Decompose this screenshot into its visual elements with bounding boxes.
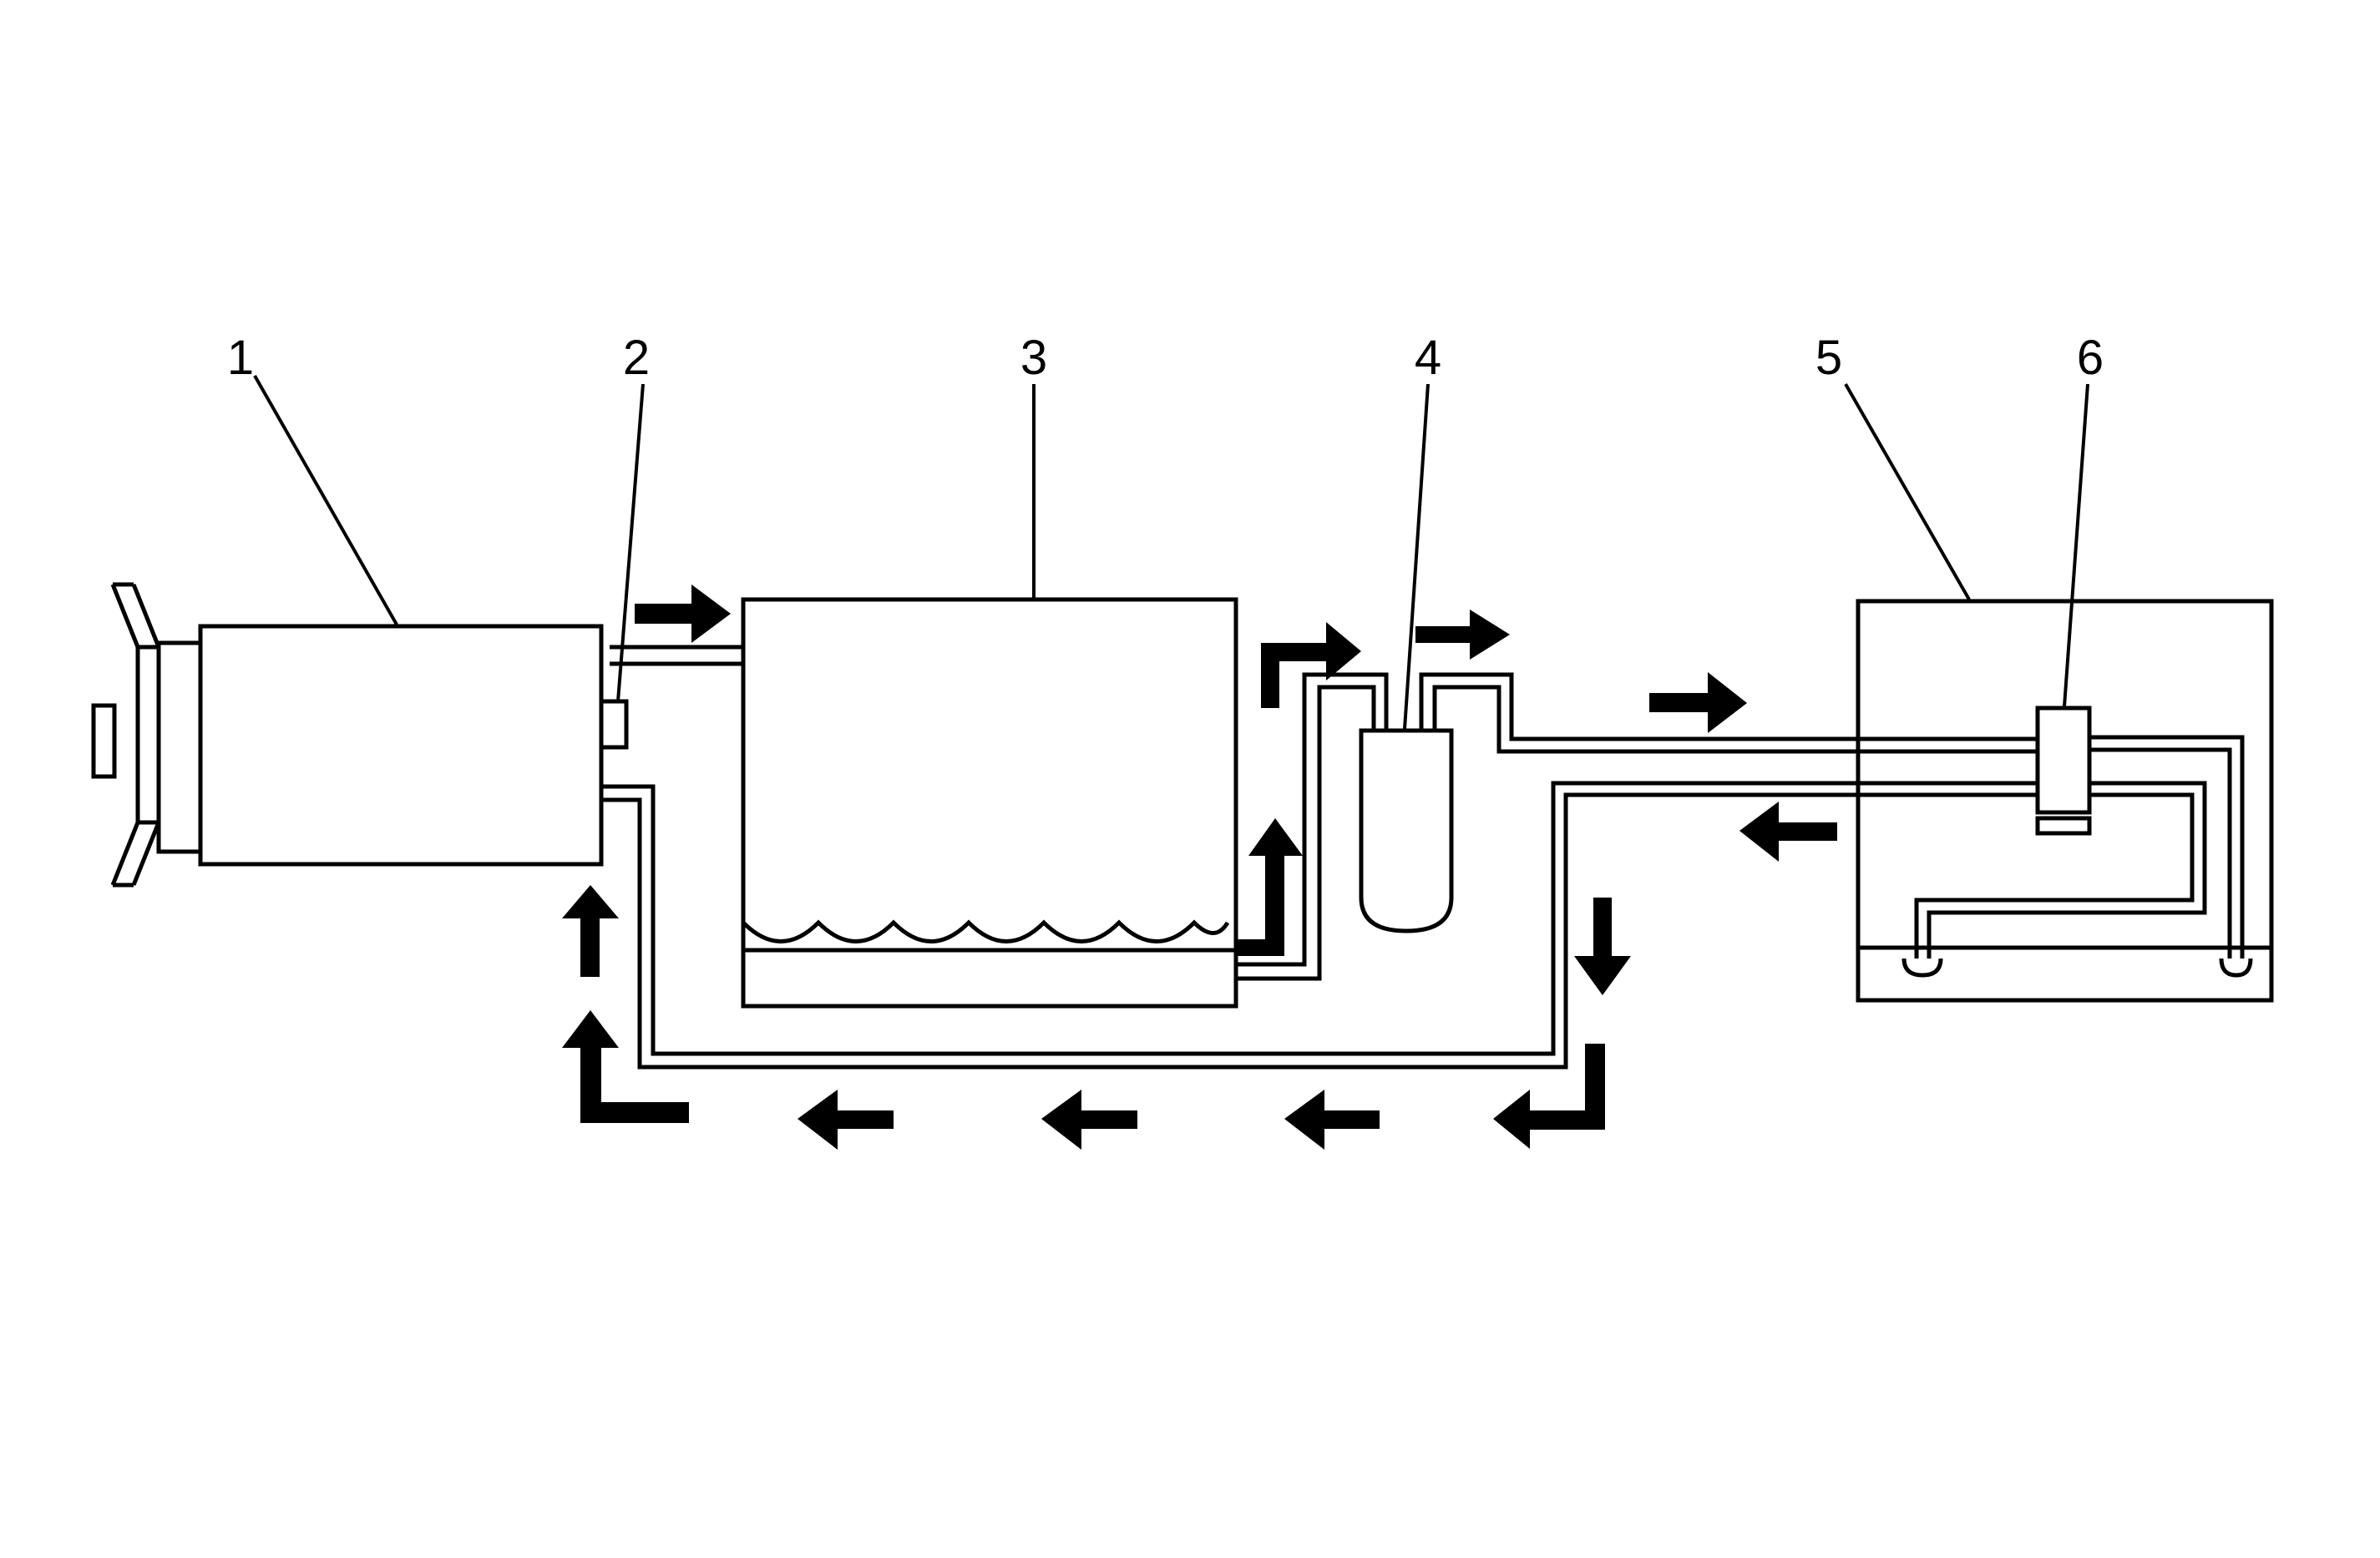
steering-gear bbox=[1856, 599, 2274, 1003]
flow-arrow bbox=[562, 1010, 689, 1123]
flow-arrow bbox=[798, 1090, 894, 1150]
callout-5: 5 bbox=[1815, 331, 1842, 385]
leader-line-1 bbox=[253, 375, 398, 625]
callouts: 1 2 3 4 5 6 bbox=[227, 331, 2104, 385]
filter-body bbox=[1359, 728, 1454, 933]
flow-arrow bbox=[1041, 1090, 1137, 1150]
flow-arrow bbox=[1415, 610, 1510, 660]
pump-pulley bbox=[110, 582, 161, 888]
flow-arrow bbox=[1739, 802, 1837, 862]
filter bbox=[1359, 728, 1454, 933]
callout-6: 6 bbox=[2077, 331, 2104, 385]
leader-line-6 bbox=[2063, 383, 2089, 707]
pump-assembly bbox=[91, 582, 629, 888]
flow-arrow bbox=[1236, 818, 1303, 956]
flow-arrow bbox=[1493, 1044, 1605, 1149]
leader-line-5 bbox=[1844, 383, 1971, 600]
gear-housing bbox=[1856, 599, 2274, 1003]
hose-gear-return bbox=[603, 781, 2038, 1070]
flow-arrows bbox=[562, 584, 1837, 1150]
pulley-shaft bbox=[91, 703, 117, 779]
leader-line-2 bbox=[616, 383, 645, 702]
flow-arrow bbox=[562, 885, 619, 977]
hose-pump-to-reservoir bbox=[610, 645, 743, 666]
reservoir-body bbox=[741, 597, 1238, 1009]
gear-bottom-bulbs bbox=[1901, 958, 2253, 978]
flow-arrow bbox=[635, 584, 731, 643]
flow-arrow bbox=[1284, 1090, 1380, 1150]
hose-reservoir-to-filter bbox=[1236, 672, 1389, 981]
hoses bbox=[603, 645, 2038, 1070]
hose-filter-to-gear bbox=[1419, 672, 2038, 754]
control-valve bbox=[2035, 706, 2092, 815]
reservoir bbox=[741, 597, 1238, 1009]
pump-body bbox=[198, 624, 604, 867]
callout-3: 3 bbox=[1020, 331, 1047, 385]
callout-4: 4 bbox=[1415, 331, 1441, 385]
callout-1: 1 bbox=[227, 331, 254, 385]
flow-arrow bbox=[1649, 672, 1747, 733]
leader-lines bbox=[253, 375, 2089, 730]
pressure-port bbox=[599, 699, 629, 750]
flow-arrow bbox=[1574, 898, 1631, 995]
callout-2: 2 bbox=[623, 331, 650, 385]
gear-internal-line-a bbox=[2089, 735, 2245, 959]
control-valve-cap bbox=[2035, 816, 2092, 836]
fluid-level bbox=[742, 919, 1236, 953]
gear-internal-line-b bbox=[1914, 781, 2207, 959]
flow-arrow bbox=[1261, 622, 1361, 708]
pump-hub bbox=[156, 640, 203, 854]
leader-line-4 bbox=[1403, 383, 1430, 730]
